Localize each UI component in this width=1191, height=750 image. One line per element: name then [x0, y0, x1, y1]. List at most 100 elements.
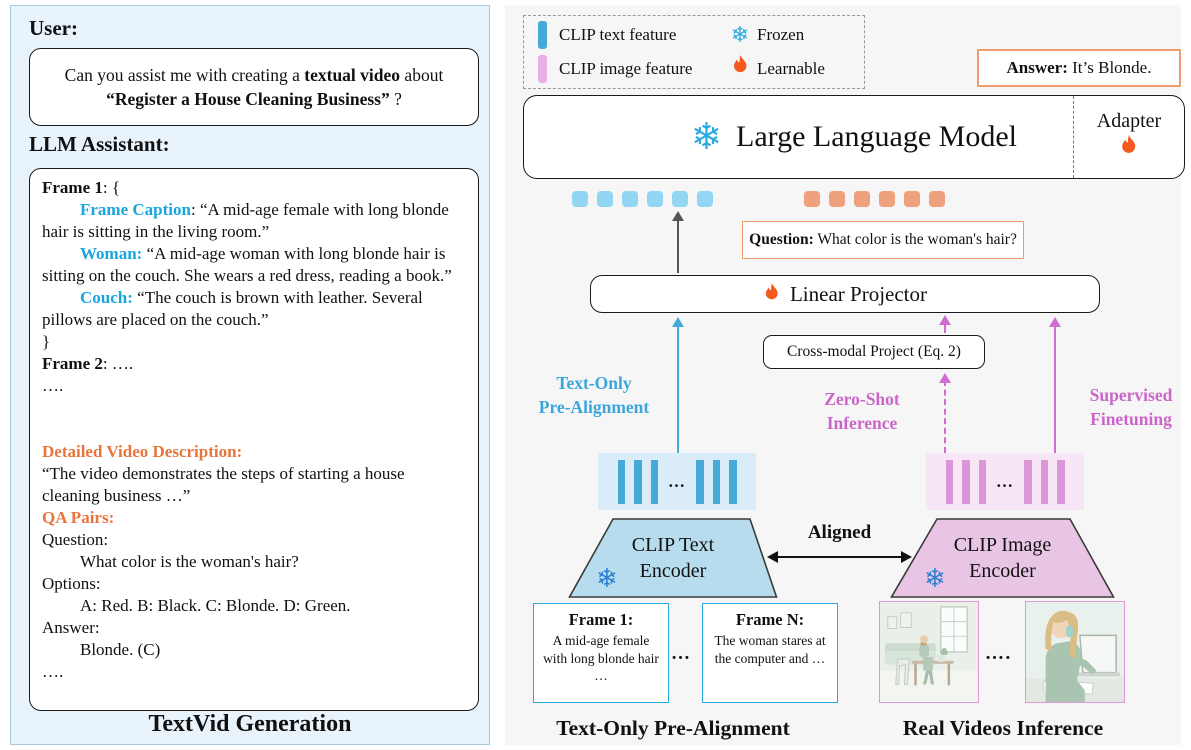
assistant-paragraph: Frame 2: …. [42, 354, 134, 373]
answer-box: Answer: It’s Blonde. [977, 49, 1181, 87]
feature-bar [1024, 459, 1032, 504]
text-token [672, 191, 688, 207]
video-frame-image-2 [1025, 601, 1125, 703]
question-box: Question: What color is the woman's hair… [742, 221, 1024, 259]
assistant-paragraph: Frame Caption: “A mid-age female with lo… [42, 200, 449, 241]
question-token-row [804, 191, 945, 207]
assistant-paragraph: Answer: [42, 618, 100, 637]
crossmodal-project-box: Cross-modal Project (Eq. 2) [763, 335, 985, 369]
llm-title: Large Language Model [736, 120, 1018, 153]
frame-n-text-box: Frame N: The woman stares at the compute… [702, 603, 838, 703]
projector-to-llm-arrow [672, 211, 684, 273]
frame-1-text-box: Frame 1: A mid-age female with long blon… [533, 603, 669, 703]
assistant-paragraph: Couch: “The couch is brown with leather.… [42, 288, 423, 329]
question-token [854, 191, 870, 207]
supervised-finetuning-arrow [1049, 317, 1061, 453]
feature-bar [617, 459, 625, 504]
clip-text-encoder-label: CLIP Text Encoder [631, 534, 715, 582]
text-token [597, 191, 613, 207]
assistant-paragraph: A: Red. B: Black. C: Blonde. D: Green. [80, 596, 351, 615]
text-token [647, 191, 663, 207]
assistant-paragraph: …. [42, 376, 64, 395]
snowflake-icon: ❄ [730, 22, 750, 47]
assistant-content: Frame 1: { Frame Caption: “A mid-age fema… [42, 177, 466, 683]
zero-shot-arrow-lower [939, 373, 951, 453]
feature-bar [696, 459, 704, 504]
assistant-message-box: Frame 1: { Frame Caption: “A mid-age fema… [29, 168, 479, 711]
flame-icon [1119, 135, 1139, 164]
adapter-section: Adapter [1073, 96, 1184, 178]
feature-bar [712, 459, 720, 504]
frame-1-body: A mid-age female with long blonde hair … [543, 633, 659, 683]
feature-bar [962, 459, 970, 504]
question-token [929, 191, 945, 207]
text-only-prealignment-arrow [672, 317, 684, 453]
aligned-label: Aligned [807, 522, 872, 543]
zero-shot-arrow-upper [939, 315, 951, 333]
left-panel-caption: TextVid Generation [148, 711, 352, 737]
clip-image-feature-swatch [538, 55, 547, 83]
clip-image-feature-bars: … [926, 453, 1084, 510]
user-message-text: Can you assist me with creating a textua… [64, 65, 444, 109]
assistant-paragraph: “The video demonstrates the steps of sta… [42, 464, 405, 505]
clip-image-encoder: CLIP Image Encoder ❄ [890, 518, 1115, 598]
assistant-paragraph: Blonde. (C) [80, 640, 161, 659]
legend-box: CLIP text feature ❄ Frozen CLIP image fe… [523, 15, 865, 89]
supervised-finetuning-label: Supervised Finetuning [1089, 385, 1173, 429]
bars-ellipsis: … [996, 471, 1014, 491]
assistant-paragraph: …. [42, 662, 64, 681]
legend-state-label: Frozen [757, 25, 805, 44]
clip-image-encoder-label: CLIP Image Encoder [953, 534, 1052, 582]
answer-text: It’s Blonde. [1067, 58, 1152, 77]
legend-label: CLIP image feature [559, 59, 693, 78]
caption-real-videos-inference: Real Videos Inference [902, 716, 1104, 740]
living-room-illustration [880, 602, 978, 702]
assistant-paragraph: Question: [42, 530, 109, 549]
assistant-paragraph [42, 419, 466, 441]
assistant-paragraph: } [42, 332, 51, 351]
legend-state-label: Learnable [757, 59, 825, 78]
feature-bar [1057, 459, 1065, 504]
text-token-row [572, 191, 713, 207]
clip-text-feature-swatch [538, 21, 547, 49]
snowflake-icon: ❄ [596, 564, 618, 593]
llm-box: ❄ Large Language Model Adapter [523, 95, 1185, 179]
bars-ellipsis: … [668, 471, 686, 491]
aligned-double-arrow [767, 551, 912, 564]
images-ellipsis: …. [985, 643, 1012, 664]
linear-projector-title: Linear Projector [789, 281, 928, 306]
flame-icon [723, 55, 757, 83]
architecture-panel: CLIP text feature ❄ Frozen CLIP image fe… [505, 5, 1185, 745]
feature-bar [1040, 459, 1048, 504]
assistant-paragraph: Options: [42, 574, 101, 593]
question-label: Question: [749, 231, 814, 248]
snowflake-icon: ❄ [924, 564, 946, 593]
assistant-paragraph: What color is the woman's hair? [80, 552, 299, 571]
user-heading: User: [29, 16, 78, 40]
crossmodal-title: Cross-modal Project (Eq. 2) [787, 343, 961, 360]
feature-bar [945, 459, 953, 504]
text-only-prealignment-label: Text-Only Pre-Alignment [538, 373, 650, 417]
adapter-label: Adapter [1096, 110, 1162, 132]
flame-icon [763, 283, 781, 305]
question-token [829, 191, 845, 207]
text-token [697, 191, 713, 207]
text-token [572, 191, 588, 207]
assistant-paragraph: Frame 1: { [42, 178, 121, 197]
frame-n-body: The woman stares at the computer and … [714, 633, 826, 666]
question-text: What color is the woman's hair? [813, 231, 1017, 248]
frame-n-title: Frame N: [735, 610, 805, 629]
frame-1-title: Frame 1: [568, 610, 634, 629]
feature-bar [729, 459, 737, 504]
caption-text-only-prealignment: Text-Only Pre-Alignment [556, 716, 790, 740]
zero-shot-inference-label: Zero-Shot Inference [824, 389, 900, 433]
linear-projector-box: Linear Projector [590, 275, 1100, 313]
video-frame-image-1 [879, 601, 979, 703]
frames-ellipsis: … [671, 643, 692, 664]
question-token [804, 191, 820, 207]
legend-row-text-feature: CLIP text feature ❄ Frozen [534, 21, 854, 49]
feature-bar [634, 459, 642, 504]
question-token [904, 191, 920, 207]
legend-row-image-feature: CLIP image feature Learnable [534, 55, 854, 83]
